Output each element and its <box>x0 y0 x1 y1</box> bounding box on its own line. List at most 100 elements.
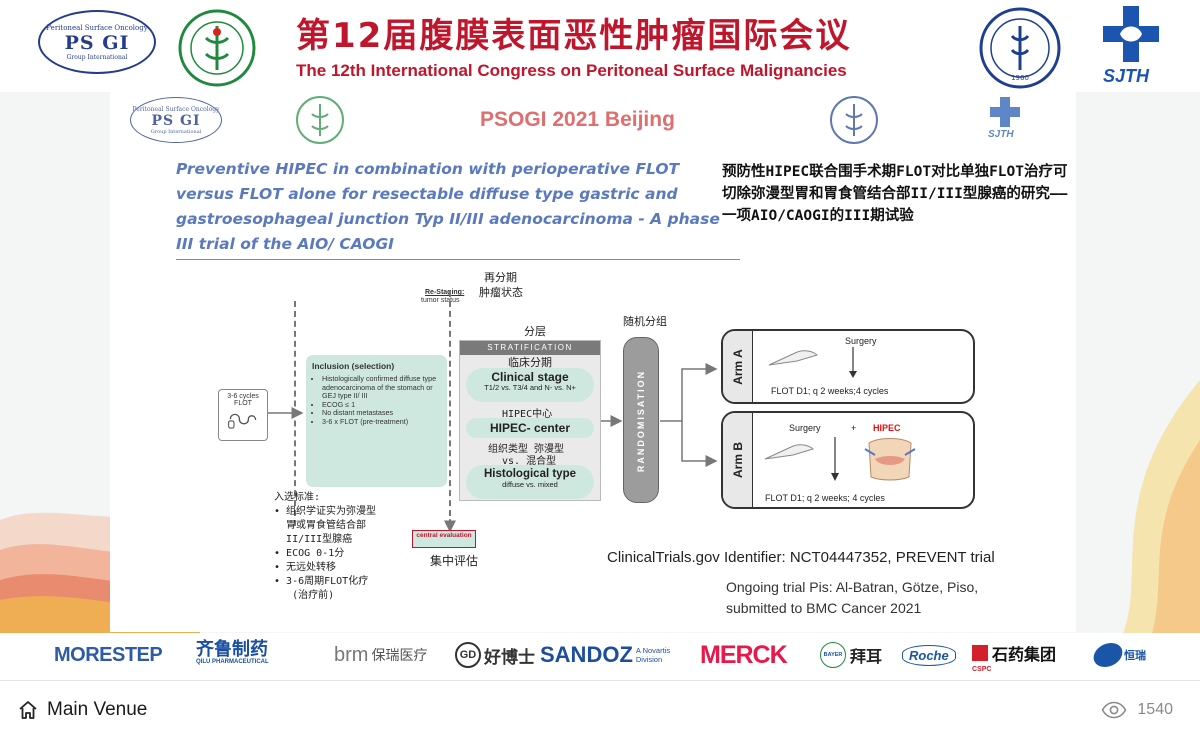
arm-b-plus: + <box>851 423 857 433</box>
trial-pis: Ongoing trial Pis: Al-Batran, Götze, Pis… <box>726 577 978 619</box>
arm-b-box: Arm B Surgery + HIPEC FLOT D1; q 2 weeks… <box>721 411 975 509</box>
inclusion-list: Histologically confirmed diffuse type ad… <box>312 374 441 427</box>
arm-b-hipec: HIPEC <box>873 423 901 433</box>
home-icon <box>19 701 37 719</box>
arm-b-label: Arm B <box>730 441 745 479</box>
restaging-en-2: tumor status <box>421 297 460 304</box>
sjth-logo <box>1103 6 1159 62</box>
psogi-logo: Peritoneal Surface Oncology PS GI Group … <box>38 10 156 74</box>
pis-line-2: submitted to BMC Cancer 2021 <box>726 600 922 616</box>
inclusion-item: No distant metastases <box>322 409 441 418</box>
arm-a-flot: FLOT D1; q 2 weeks;4 cycles <box>771 386 889 396</box>
randomisation-bar <box>623 337 659 503</box>
inclusion-item: Histologically confirmed diffuse type ad… <box>322 374 441 401</box>
central-evaluation-cn: 集中评估 <box>430 554 479 568</box>
player-bottom-bar: Main Venue 1540 <box>0 680 1200 751</box>
cycles-label: 3-6 cycles FLOT <box>227 393 259 407</box>
inclusion-box: Inclusion (selection) Histologically con… <box>306 355 447 487</box>
inclusion-title: Inclusion (selection) <box>312 361 395 371</box>
inclusion-cn-list: 入选标准: • 组织学证实为弥漫型 胃或胃食管结合部 II/III型腺癌 • E… <box>274 491 376 603</box>
randomisation-cn: 随机分组 <box>623 315 667 328</box>
central-evaluation-box: central evaluation <box>412 530 476 548</box>
slide-capital-logo <box>830 96 878 144</box>
inclusion-cn-item: (治疗前) <box>292 590 335 601</box>
cspc-icon <box>972 645 988 661</box>
stratification-panel: STRATIFICATION 临床分期 Clinical stage T1/2 … <box>459 340 601 501</box>
arm-a-surgery: Surgery <box>845 336 877 346</box>
slide-psogi-logo: Peritoneal Surface Oncology PS GI Group … <box>130 97 222 143</box>
hipec-center-pill: HIPEC- center <box>466 418 594 438</box>
infusion-icon <box>228 413 257 429</box>
venue-link[interactable]: Main Venue <box>17 699 147 721</box>
view-counter: 1540 <box>1101 701 1173 719</box>
inclusion-cn-item: • 无远处转移 <box>274 562 337 573</box>
venue-label[interactable]: Main Venue <box>47 699 148 720</box>
restaging-cn-2: 肿瘤状态 <box>479 286 523 299</box>
arm-a-label: Arm A <box>730 348 745 385</box>
sponsor-merck: MERCK <box>700 640 788 669</box>
hipec-abdomen-icon <box>864 438 916 481</box>
inclusion-cn-item: II/III型腺癌 <box>286 534 353 545</box>
sponsor-roche: Roche <box>902 644 956 666</box>
gd-logo-icon: GD <box>455 642 481 668</box>
view-count: 1540 <box>1137 701 1173 718</box>
inclusion-cn-item: • 组织学证实为弥漫型 <box>274 506 377 517</box>
capital-medical-university-logo: 1960 <box>979 7 1061 89</box>
sponsor-bayer: BAYER 拜耳 <box>820 642 882 668</box>
slide-title-cn: 预防性HIPEC联合围手术期FLOT对比单独FLOT治疗可切除弥漫型胃和胃食管结… <box>722 164 1068 224</box>
stratification-title: STRATIFICATION <box>460 341 600 355</box>
arm-b-arrow <box>831 437 839 481</box>
sponsor-haoboshi: GD 好博士 <box>455 642 535 668</box>
slide-title-en: Preventive HIPEC in combination with per… <box>176 160 720 253</box>
hengrui-icon <box>1090 643 1126 667</box>
timeline-dash-right <box>449 291 451 526</box>
trial-identifier: ClinicalTrials.gov Identifier: NCT044473… <box>607 549 995 566</box>
pis-line-1: Ongoing trial Pis: Al-Batran, Götze, Pis… <box>726 579 979 595</box>
randomisation-label: RANDOMISATION <box>636 369 646 473</box>
inclusion-item: ECOG ≤ 1 <box>322 400 441 410</box>
hist-type-cn: 组织类型 弥漫型 <box>488 444 565 455</box>
inclusion-cn-item: • 3-6周期FLOT化疗 <box>274 576 369 587</box>
capital-year: 1960 <box>1011 74 1029 82</box>
inclusion-cn-item: • ECOG 0-1分 <box>274 548 345 559</box>
sponsor-morestep: MORESTEP <box>54 643 163 666</box>
slide-heading: PSOGI 2021 Beijing <box>480 108 675 131</box>
clinical-stage-cn: 临床分期 <box>508 356 552 369</box>
video-frame[interactable]: Peritoneal Surface Oncology PS GI Group … <box>0 0 1200 680</box>
arm-b-flot: FLOT D1; q 2 weeks; 4 cycles <box>765 493 885 503</box>
hipec-center-cn: HIPEC中心 <box>502 409 553 420</box>
restaging-en: Re-Staging: <box>425 289 465 296</box>
eye-icon <box>1101 701 1127 719</box>
sponsor-hengrui: 恒瑞 <box>1090 642 1146 668</box>
arm-b-surgery: Surgery <box>789 423 821 433</box>
slide-title-divider <box>176 259 740 260</box>
sponsor-cspc: 石药集团 CSPC <box>972 645 1057 673</box>
hist-type-cn-2: vs. 混合型 <box>502 456 557 467</box>
slide-sjth-label: SJTH <box>988 129 1014 140</box>
slide-sjth-logo <box>990 97 1020 127</box>
scalpel-icon-b <box>764 444 814 460</box>
stratification-cn: 分层 <box>524 325 546 338</box>
arm-a-box: Arm A Surgery FLOT D1; q 2 weeks;4 cycle… <box>721 329 975 404</box>
inclusion-cn-item: 胃或胃食管结合部 <box>286 520 367 531</box>
bayer-cross-icon: BAYER <box>820 642 846 668</box>
central-evaluation-label: central evaluation <box>416 532 472 539</box>
cma-logo <box>178 9 256 87</box>
presentation-slide: Peritoneal Surface Oncology PS GI Group … <box>110 91 1076 632</box>
inclusion-cn-title: 入选标准: <box>274 492 321 503</box>
congress-title-en: The 12th International Congress on Perit… <box>296 61 847 80</box>
conference-banner: Peritoneal Surface Oncology PS GI Group … <box>0 0 1200 92</box>
scalpel-icon <box>768 350 818 366</box>
slide-cma-logo <box>296 96 344 144</box>
sjth-label: SJTH <box>1103 66 1150 86</box>
decorative-waves-right <box>1120 380 1200 640</box>
sponsor-qilu: 齐鲁制药 QILU PHARMACEUTICAL <box>196 639 269 665</box>
hist-type-pill: Histological type diffuse vs. mixed <box>466 465 594 499</box>
arm-a-arrow <box>849 347 857 378</box>
clinical-stage-pill: Clinical stage T1/2 vs. T3/4 and N- vs. … <box>466 368 594 402</box>
inclusion-item: 3-6 x FLOT (pre-treatment) <box>322 417 441 427</box>
